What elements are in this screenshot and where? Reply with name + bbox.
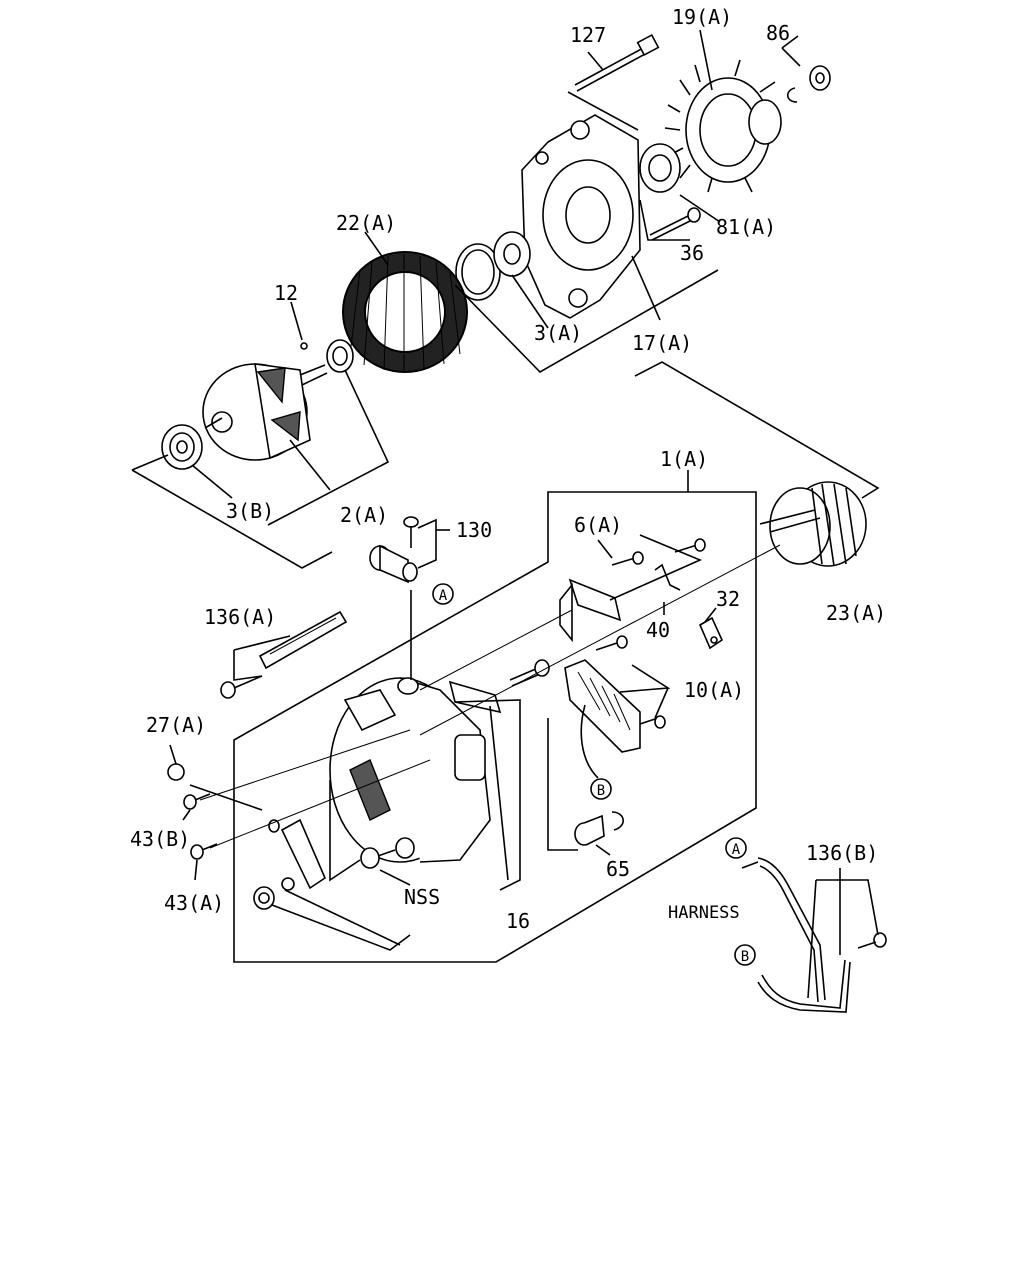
- label-23a: 23(A): [826, 601, 886, 625]
- part-127-bolt: [574, 33, 660, 92]
- rotor-spacer-ring: [326, 339, 354, 373]
- rear-housing: [329, 677, 502, 863]
- label-2a: 2(A): [340, 503, 388, 527]
- marker-a-connector: A: [432, 583, 454, 605]
- part-2a-rotor: [202, 363, 328, 461]
- marker-a-harness-text: A: [732, 842, 741, 858]
- part-23a-pulley: [759, 481, 867, 567]
- part-130-connector: [369, 516, 419, 584]
- label-127: 127: [570, 23, 606, 47]
- label-10a: 10(A): [684, 678, 744, 702]
- label-65: 65: [606, 857, 630, 881]
- part-43b-bolt: [183, 793, 211, 810]
- label-32: 32: [716, 587, 740, 611]
- part-17a-front-housing: [521, 114, 641, 319]
- part-65-cap: [574, 811, 624, 846]
- label-81a: 81(A): [716, 215, 776, 239]
- marker-b-harness-text: B: [741, 949, 749, 965]
- nss-parts: [253, 847, 396, 910]
- leader-lines: [131, 29, 880, 999]
- marker-b-harness: B: [734, 944, 756, 966]
- label-3a: 3(A): [534, 321, 582, 345]
- label-nss: NSS: [404, 885, 440, 909]
- label-130: 130: [456, 518, 492, 542]
- label-43a: 43(A): [164, 891, 224, 915]
- part-3a-bearing: [455, 231, 531, 301]
- label-22a: 22(A): [336, 211, 396, 235]
- label-86: 86: [766, 21, 790, 45]
- label-1a: 1(A): [660, 447, 708, 471]
- label-19a: 19(A): [672, 5, 732, 29]
- part-16-bolt: [509, 659, 550, 687]
- part-136a-plate: [220, 610, 348, 699]
- label-harness: HARNESS: [668, 903, 740, 923]
- label-12: 12: [274, 281, 298, 305]
- harness-wire: [757, 857, 887, 1013]
- label-36: 36: [680, 241, 704, 265]
- label-136a: 136(A): [204, 605, 276, 629]
- part-6a-regulator: [559, 538, 706, 643]
- part-81a-spacer: [639, 143, 681, 193]
- part-10a-rectifier: [564, 635, 666, 779]
- label-40: 40: [646, 618, 670, 642]
- part-36-bolt: [649, 207, 701, 241]
- label-27a: 27(A): [146, 713, 206, 737]
- part-3b-bearing: [161, 424, 203, 470]
- marker-a-text: A: [439, 588, 448, 604]
- part-19a-fan: [664, 59, 782, 193]
- marker-a-harness: A: [725, 837, 747, 859]
- part-22a-stator: [342, 251, 468, 373]
- part-32-terminal: [698, 616, 724, 650]
- label-17a: 17(A): [632, 331, 692, 355]
- label-43b: 43(B): [130, 827, 190, 851]
- part-27a-nut: [167, 763, 185, 781]
- label-6a: 6(A): [574, 513, 622, 537]
- part-86-nut: [786, 65, 831, 103]
- marker-b-rectifier: B: [590, 778, 612, 800]
- label-3b: 3(B): [226, 499, 274, 523]
- label-136b: 136(B): [806, 841, 878, 865]
- label-16: 16: [506, 909, 530, 933]
- terminal-bracket: [268, 818, 326, 890]
- part-43a-bolt: [190, 843, 218, 860]
- marker-b-text: B: [597, 783, 605, 799]
- part-12-pin: [300, 342, 308, 350]
